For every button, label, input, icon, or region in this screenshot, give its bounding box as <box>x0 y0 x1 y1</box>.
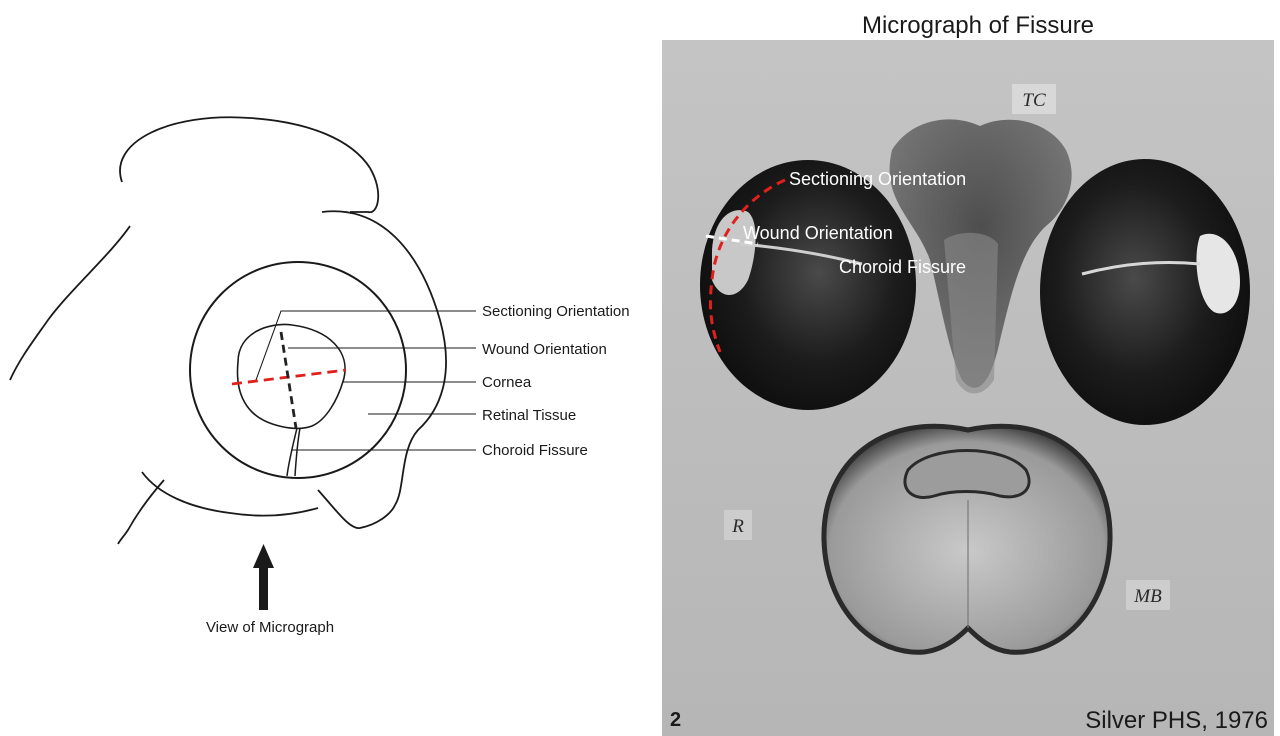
schematic-wound-line <box>281 332 296 428</box>
label-sectioning-orientation: Sectioning Orientation <box>482 303 630 320</box>
embryo-jaw-outline <box>318 490 395 528</box>
region-label-mb: MB <box>1133 586 1162 607</box>
panel-number: 2 <box>670 709 681 731</box>
overlay-sectioning-orientation: Sectioning Orientation <box>789 169 966 189</box>
label-choroid-fissure: Choroid Fissure <box>482 442 588 459</box>
micrograph-panel: TC R MB Sectioning Orientation Wound Ori… <box>662 40 1274 736</box>
view-arrow-icon <box>253 544 274 610</box>
leader-sectioning <box>256 311 476 380</box>
region-label-tc: TC <box>1022 90 1046 111</box>
embryo-neck-outline <box>118 480 164 544</box>
midbrain-inner <box>905 451 1029 498</box>
label-wound-orientation: Wound Orientation <box>482 341 607 358</box>
view-of-micrograph-caption: View of Micrograph <box>206 619 334 636</box>
overlay-choroid-fissure: Choroid Fissure <box>839 257 966 277</box>
embryo-forebrain-outline <box>322 211 446 505</box>
embryo-midbrain-outline <box>350 168 378 212</box>
label-retinal-tissue: Retinal Tissue <box>482 407 576 424</box>
embryo-schematic: Sectioning Orientation Wound Orientation… <box>10 117 630 636</box>
cornea-outline <box>238 324 346 428</box>
citation: Silver PHS, 1976 <box>1085 707 1268 734</box>
overlay-wound-orientation: Wound Orientation <box>743 223 893 243</box>
label-cornea: Cornea <box>482 374 532 391</box>
embryo-head-outline <box>120 117 370 182</box>
embryo-back-outline <box>10 226 130 380</box>
region-label-r: R <box>731 516 744 537</box>
micrograph-title: Micrograph of Fissure <box>862 12 1094 39</box>
